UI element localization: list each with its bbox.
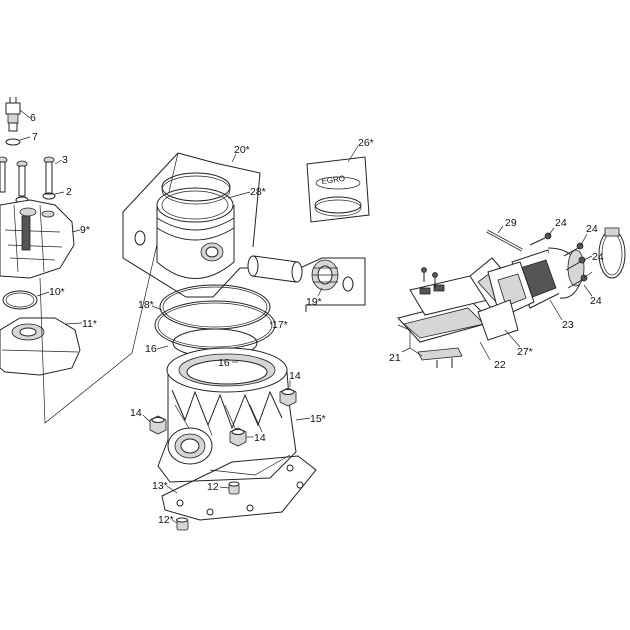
callout-2: 2 [66,186,72,198]
callout-14a: 14 [130,407,142,419]
callout-24a: 24 [555,217,567,229]
head-insert-11 [0,317,81,376]
callout-29: 29 [505,217,517,229]
callout-13: 13* [152,480,168,492]
callout-24b: 24 [586,223,598,235]
callout-14b: 14 [254,432,266,444]
cylinder-nuts [149,387,297,447]
washer-7 [5,138,21,146]
callout-19: 19* [306,296,322,308]
callout-10: 10* [49,286,65,298]
callout-9: 9* [80,224,90,236]
callout-3: 3 [62,154,68,166]
o-ring-10 [2,290,38,310]
callout-24c: 24 [592,251,604,263]
piston-ring-package: EGRO [306,156,370,223]
callout-27: 27* [517,346,533,358]
circlip-left [134,230,146,246]
cylinder-base-gaskets [154,284,276,358]
circlip-right [342,276,354,292]
callout-20: 20* [234,144,250,156]
callout-24d: 24 [590,295,602,307]
callout-18: 18* [138,299,154,311]
studs-12 [176,481,240,531]
callout-14c: 14 [289,370,301,382]
callout-7: 7 [32,131,38,143]
callout-23: 23 [562,319,574,331]
callout-28: 28* [250,186,266,198]
callout-15: 15* [310,413,326,425]
piston [156,187,235,279]
piston-pin [247,255,303,283]
callout-16a: 16 [145,343,157,355]
head-bolts [0,156,55,197]
cylinder-head [0,199,75,279]
temperature-sensor [5,97,21,132]
needle-bearing [311,259,339,291]
piston-rings [161,172,231,202]
reed-valve-group [397,227,626,368]
callout-26: 26* [358,137,374,149]
callout-6: 6 [30,112,36,124]
callout-17: 17* [272,319,288,331]
callout-12a: 12 [207,481,219,493]
cylinder [157,347,297,483]
base-gasket-13 [161,455,317,521]
callout-22: 22 [494,359,506,371]
callout-16b: 16 [218,357,230,369]
callout-labels: 6 7 3 2 9* 10* 11* 20* 28* 26* 19* 18* 1… [30,112,604,526]
leader-lines [19,109,593,524]
callout-11: 11* [82,318,97,330]
cylinder-head-group [0,97,81,376]
callout-12b: 12* [158,514,174,526]
callout-21: 21 [389,352,401,364]
washer-2 [42,192,56,200]
